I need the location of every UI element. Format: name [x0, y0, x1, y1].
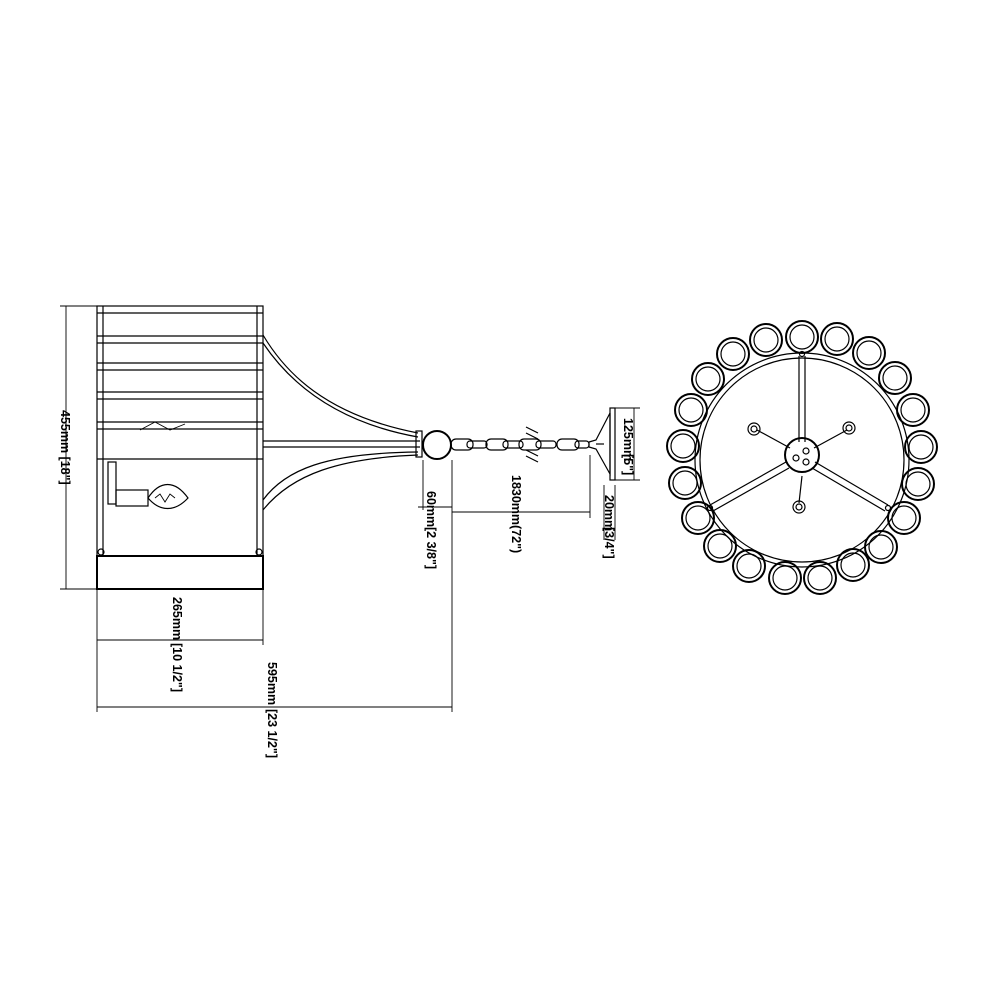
- shade-base-band: [96, 555, 264, 590]
- dimension-lines: [60, 305, 640, 712]
- total-width-inch-label: [23 1/2"]: [265, 709, 279, 758]
- plan-view: [666, 320, 938, 595]
- shade-slats: [97, 312, 263, 460]
- bulb-icon: [147, 483, 189, 510]
- dimension-labels: 455mm [18"] 265mm [10 1/2"] 595mm [23 1/…: [58, 410, 635, 758]
- bulb-socket: [107, 461, 189, 510]
- crystal-rings: [666, 320, 938, 595]
- plan-arms: [709, 356, 889, 512]
- plan-outer-ring: [694, 352, 910, 568]
- hanging-loop: [422, 430, 452, 460]
- canopy-diameter-inch-label: [5"]: [621, 454, 635, 475]
- canopy-height-inch-label: [3/4"]: [602, 527, 616, 559]
- chain: [450, 426, 590, 463]
- upper-arm: [262, 334, 419, 434]
- side-elevation: [96, 305, 616, 590]
- center-hub: [784, 437, 820, 473]
- ceiling-canopy: [588, 407, 616, 481]
- shade-width-label: 265mm: [170, 597, 184, 640]
- height-total-label: 455mm [18"]: [58, 410, 72, 485]
- ring-label: 60mm: [424, 491, 438, 527]
- lower-arm: [262, 451, 419, 501]
- shade-width-inch-label: [10 1/2"]: [170, 643, 184, 692]
- total-width-label: 595mm: [265, 662, 279, 705]
- canopy-height-label: 20mm: [602, 495, 616, 531]
- ring-inch-label: [2 3/8"]: [424, 527, 438, 569]
- chain-length-label: 1830mm(72"): [509, 475, 523, 553]
- canopy-diameter-label: 125mm: [621, 418, 635, 461]
